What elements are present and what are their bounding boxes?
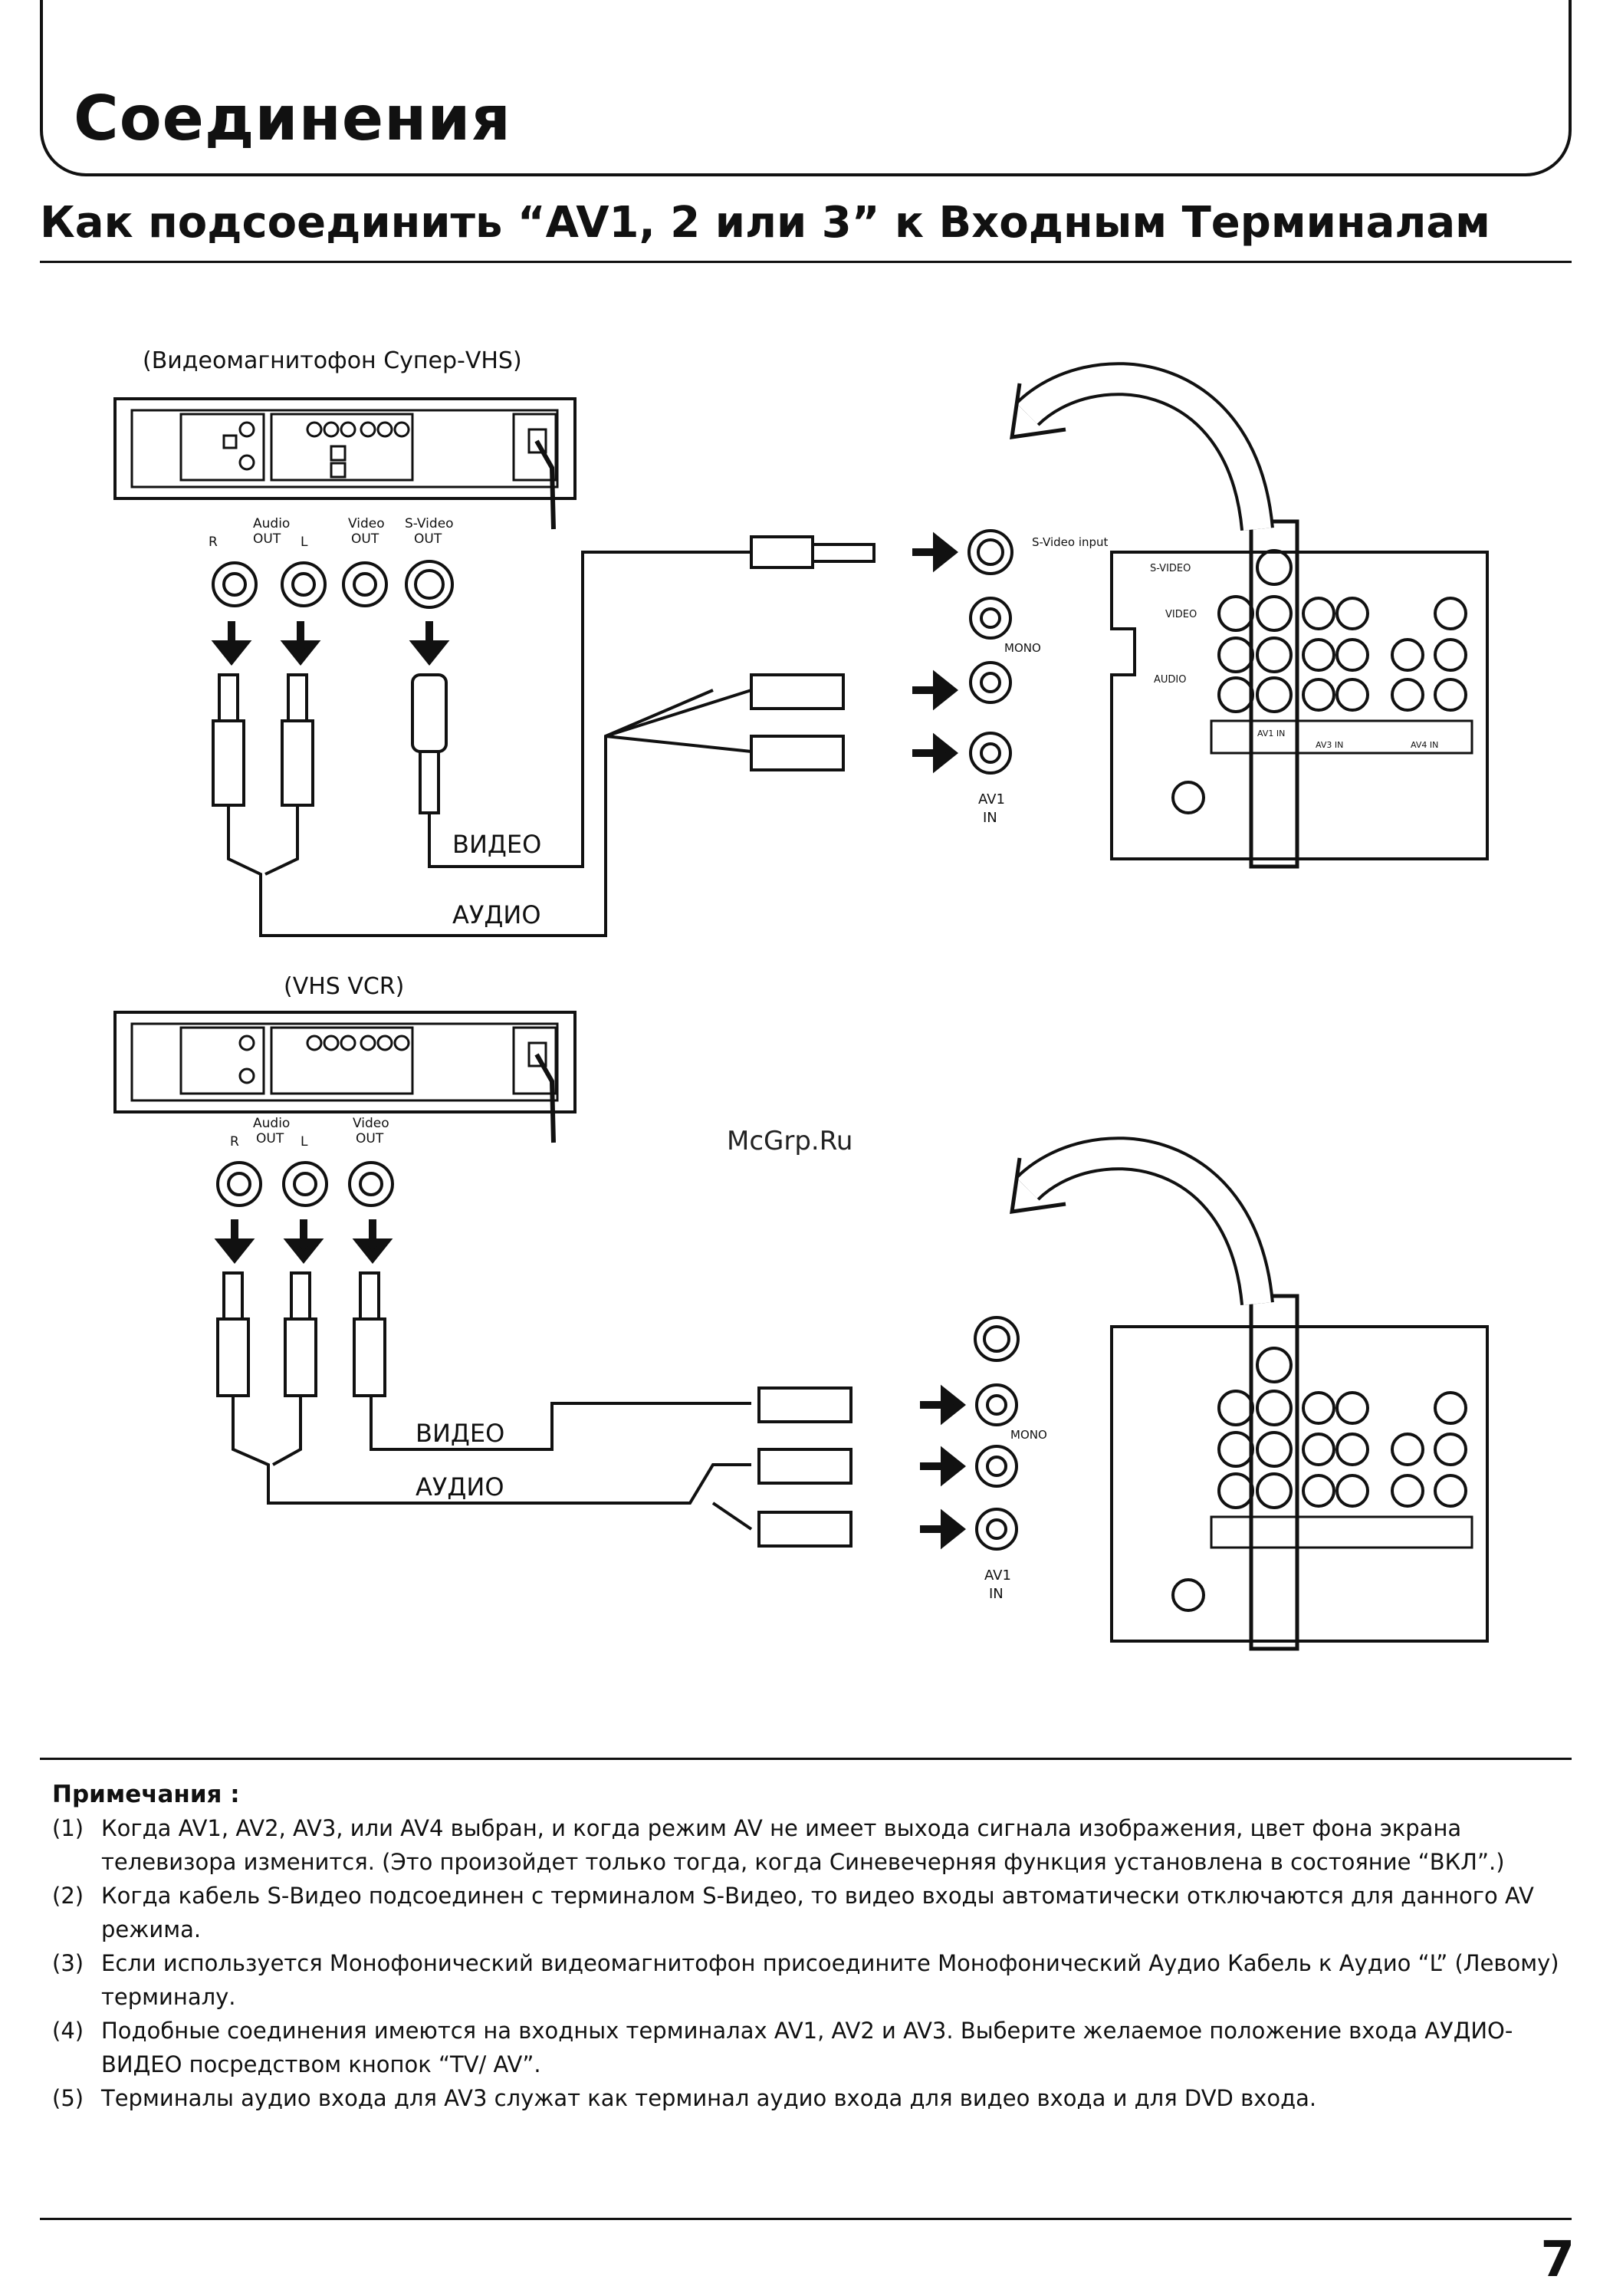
svg-text:OUT: OUT: [256, 1131, 284, 1146]
note-text: Терминалы аудио входа для AV3 служат как…: [101, 2085, 1317, 2111]
svideo-jack: [405, 560, 454, 609]
svhs-vcr: [113, 397, 577, 530]
bottom-device-label: (VHS VCR): [284, 973, 404, 1000]
svg-text:IN: IN: [983, 810, 997, 826]
audio-r-jack: [212, 561, 258, 607]
note-number: (4): [52, 2018, 84, 2044]
header-frame: [40, 0, 1572, 176]
notes-rule: [40, 1758, 1572, 1760]
note-item: (3) Если используется Монофонический вид…: [52, 1946, 1578, 2014]
note-text: Если используется Монофонический видеома…: [101, 1950, 1559, 2010]
note-item: (4) Подобные соединения имеются на входн…: [52, 2014, 1578, 2081]
svg-text:AV3 IN: AV3 IN: [1316, 740, 1343, 750]
svg-text:R: R: [230, 1134, 239, 1150]
svg-text:Audio: Audio: [253, 1116, 290, 1131]
note-item: (1) Когда AV1, AV2, AV3, или AV4 выбран,…: [52, 1811, 1578, 1879]
tv-rear-panel-top: S-VIDEO VIDEO AUDIO AV1 IN AV3 IN AV4 IN: [1010, 362, 1489, 869]
svg-text:Video: Video: [348, 516, 385, 531]
svg-text:IN: IN: [989, 1586, 1004, 1602]
svg-text:L: L: [301, 1134, 308, 1150]
svg-text:OUT: OUT: [414, 531, 442, 547]
svg-text:OUT: OUT: [351, 531, 379, 547]
bottom-video-cable-label: ВИДЕО: [416, 1419, 504, 1448]
svg-text:VIDEO: VIDEO: [1165, 609, 1197, 620]
svg-text:MONO: MONO: [1004, 641, 1041, 655]
svg-text:OUT: OUT: [356, 1131, 384, 1146]
svg-text:Video: Video: [353, 1116, 389, 1131]
note-text: Подобные соединения имеются на входных т…: [101, 2018, 1513, 2077]
top-audio-cable-label: АУДИО: [452, 900, 541, 929]
note-number: (5): [52, 2085, 84, 2111]
svg-text:S-VIDEO: S-VIDEO: [1150, 563, 1191, 574]
svg-text:R: R: [209, 535, 218, 550]
note-text: Когда AV1, AV2, AV3, или AV4 выбран, и к…: [101, 1815, 1505, 1875]
bottom-audio-cable-label: АУДИО: [416, 1472, 504, 1502]
tv-rear-panel-bottom: [1010, 1136, 1489, 1651]
svg-text:L: L: [301, 535, 308, 550]
watermark: McGrp.Ru: [727, 1126, 853, 1156]
av1-svideo-input: [967, 529, 1013, 575]
svg-text:MONO: MONO: [1010, 1428, 1047, 1442]
page-number: 7: [1540, 2232, 1575, 2288]
note-text: Когда кабель S-Видео подсоединен с терми…: [101, 1883, 1534, 1942]
svg-text:AV1: AV1: [984, 1567, 1011, 1584]
svg-text:AV1 IN: AV1 IN: [1257, 729, 1285, 738]
svg-text:AV1: AV1: [978, 791, 1005, 808]
svg-text:Audio: Audio: [253, 516, 290, 531]
audio-l-jack: [281, 561, 327, 607]
footer-rule: [40, 2218, 1572, 2220]
subtitle-rule: [40, 261, 1572, 263]
top-device-label: (Видеомагнитофон Супер-VHS): [143, 347, 522, 374]
note-number: (1): [52, 1815, 84, 1841]
top-diagram: (Видеомагнитофон Супер-VHS) Audio R OUT: [113, 347, 1489, 937]
note-number: (3): [52, 1950, 84, 1976]
video-jack: [342, 561, 388, 607]
notes-heading: Примечания :: [52, 1781, 240, 1808]
page-title: Соединения: [74, 83, 511, 154]
bottom-diagram: (VHS VCR) Audio R OUT L Video OUT: [113, 973, 1489, 1651]
svg-text:AV4 IN: AV4 IN: [1411, 740, 1438, 750]
note-item: (2) Когда кабель S-Видео подсоединен с т…: [52, 1879, 1578, 1946]
vhs-vcr: [113, 1011, 577, 1143]
svg-text:S-Video input: S-Video input: [1032, 535, 1109, 549]
notes-section: Примечания : (1) Когда AV1, AV2, AV3, ил…: [52, 1778, 1578, 2115]
note-item: (5) Терминалы аудио входа для AV3 служат…: [52, 2081, 1578, 2115]
svg-text:AUDIO: AUDIO: [1154, 674, 1187, 686]
top-video-cable-label: ВИДЕО: [452, 830, 541, 859]
svg-text:OUT: OUT: [253, 531, 281, 547]
svg-text:S-Video: S-Video: [405, 516, 454, 531]
note-number: (2): [52, 1883, 84, 1909]
section-subtitle: Как подсоединить “AV1, 2 или 3” к Входны…: [40, 198, 1490, 248]
connection-diagram: (Видеомагнитофон Супер-VHS) Audio R OUT: [113, 347, 1489, 1651]
